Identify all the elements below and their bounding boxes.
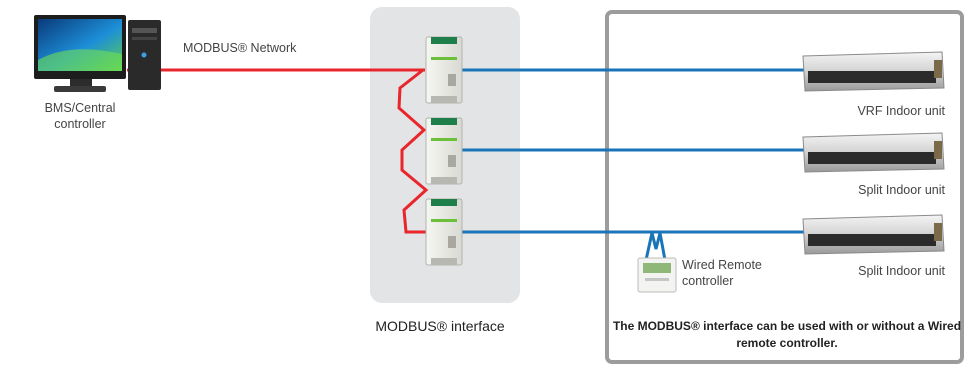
modbus-network-label: MODBUS® Network xyxy=(183,41,297,55)
modbus-interface-label: MODBUS® interface xyxy=(375,318,505,334)
wired-remote-controller-label: Wired Remote controller xyxy=(682,258,762,288)
interface-module-1 xyxy=(425,36,463,104)
bms-central-controller-label: BMS/Central controller xyxy=(44,101,116,131)
interface-module-2 xyxy=(425,117,463,185)
indoor-units-frame xyxy=(605,10,964,364)
vrf-indoor-unit-label: VRF Indoor unit xyxy=(857,104,945,118)
device-connection-lines xyxy=(462,68,806,261)
split-indoor-unit-icon-2 xyxy=(802,214,945,255)
computer-icon xyxy=(34,15,161,92)
interface-module-3 xyxy=(425,198,463,266)
split-indoor-unit-label-2: Split Indoor unit xyxy=(858,264,945,278)
split-indoor-unit-label: Split Indoor unit xyxy=(858,183,945,197)
split-indoor-unit-icon xyxy=(802,132,945,173)
modbus-network-line xyxy=(127,68,429,234)
vrf-indoor-unit-icon xyxy=(802,51,945,92)
interface-usage-note: The MODBUS® interface can be used with o… xyxy=(612,319,962,350)
wired-remote-controller-icon xyxy=(637,257,677,293)
